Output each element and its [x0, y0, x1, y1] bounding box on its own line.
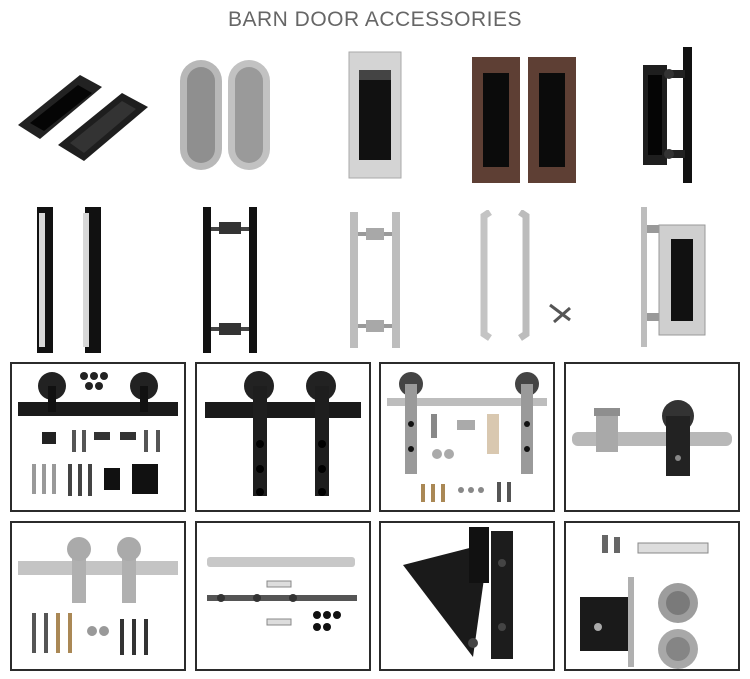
stainless-rectangular-flush-pull-icon [348, 51, 402, 179]
black-ladder-pull-icon [203, 207, 257, 353]
product-black-flush-pull-pair[interactable] [10, 55, 155, 175]
stainless-hardware-kit-icon [18, 537, 178, 655]
product-pocket-door-lock-set[interactable] [564, 521, 740, 671]
soft-close-track-kit-icon [207, 557, 357, 631]
black-flat-bar-pull-pair-icon [37, 207, 101, 353]
stainless-roller-kit-icon [387, 372, 547, 502]
pocket-door-lock-set-icon [580, 535, 709, 669]
black-flush-pull-pair-icon [18, 75, 148, 161]
black-top-mount-hardware-kit-icon [18, 372, 178, 496]
product-black-privacy-latch[interactable] [379, 521, 555, 671]
stainless-pull-with-flush-plate-icon [641, 207, 706, 347]
product-stainless-pull-with-flush-plate[interactable] [635, 205, 715, 350]
product-black-top-mount-hardware-kit[interactable] [10, 362, 186, 512]
product-stainless-hardware-kit[interactable] [10, 521, 186, 671]
black-privacy-latch-icon [403, 527, 513, 659]
black-j-strap-rail-kit-icon [205, 371, 361, 496]
product-black-j-strap-rail-kit[interactable] [195, 362, 371, 512]
product-soft-close-track-kit[interactable] [195, 521, 371, 671]
bronze-flush-pull-pair-icon [472, 57, 576, 183]
black-pull-handle-with-flush-plate-icon [643, 47, 692, 183]
product-brushed-square-bar-pull-pair[interactable] [470, 210, 580, 350]
product-stainless-ladder-pull[interactable] [340, 210, 410, 350]
product-stainless-roller-kit[interactable] [379, 362, 555, 512]
stainless-ladder-pull-icon [350, 212, 400, 348]
product-rail-bracket-closeup[interactable] [564, 362, 740, 512]
product-black-flat-bar-pull-pair[interactable] [15, 205, 115, 355]
product-stainless-rectangular-flush-pull[interactable] [335, 50, 415, 180]
product-satin-oval-flush-pull-pair[interactable] [170, 55, 280, 175]
product-bronze-flush-pull-pair[interactable] [470, 55, 580, 185]
product-black-pull-handle-with-flush-plate[interactable] [635, 45, 710, 185]
satin-oval-flush-pull-pair-icon [180, 60, 270, 170]
product-black-ladder-pull[interactable] [195, 205, 265, 355]
page-title: BARN DOOR ACCESSORIES [227, 8, 523, 31]
rail-bracket-closeup-icon [572, 400, 732, 476]
brushed-square-bar-pull-pair-icon [480, 210, 571, 341]
